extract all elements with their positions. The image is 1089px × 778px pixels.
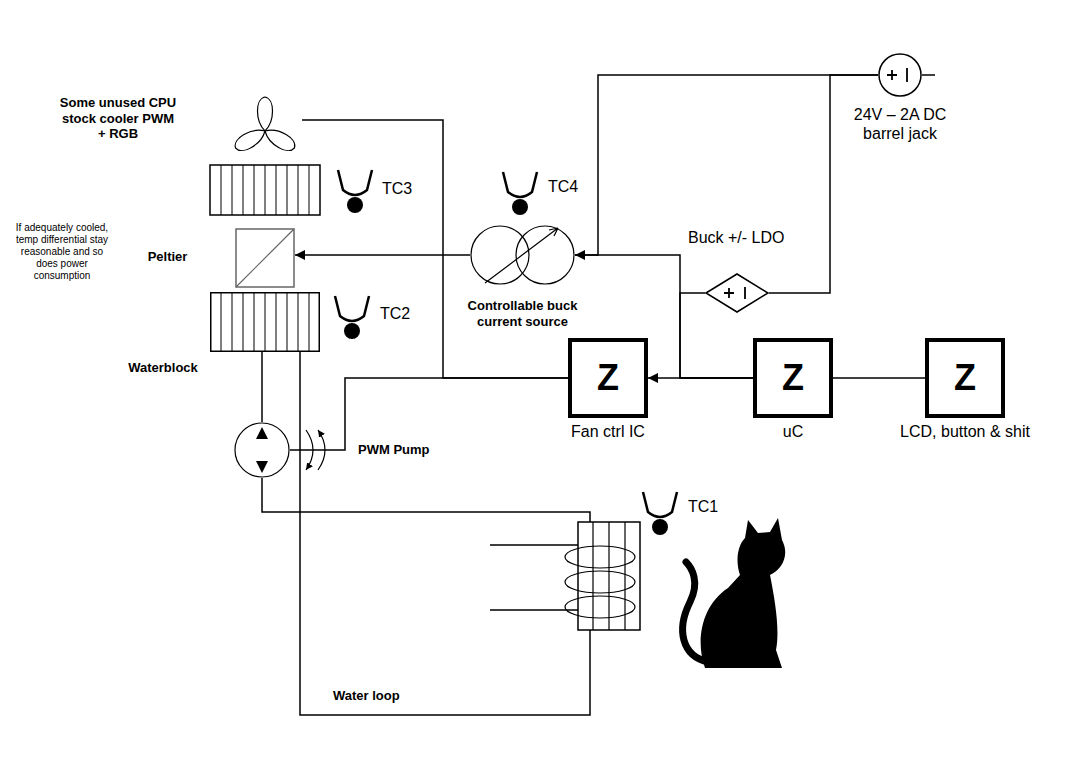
pwm-pump: PWM Pump: [234, 422, 290, 478]
node-label: LCD, button & shit: [885, 422, 1045, 441]
jack-outline: [879, 54, 921, 96]
peltier-outline: [236, 229, 294, 287]
node-label: Buck +/- LDO: [688, 228, 813, 247]
wire-connector: [575, 75, 878, 255]
peltier-module: Peltier: [235, 228, 295, 288]
ic-box: ZuC: [753, 338, 833, 418]
fan-blade: [232, 125, 269, 155]
thermocouple-junction: [347, 197, 363, 213]
thermocouple-junction: [344, 323, 360, 339]
thermocouple-symbol: [503, 172, 537, 197]
pump-triangle: [256, 427, 268, 439]
radiator-fins: [593, 522, 625, 630]
shape-outline: [470, 225, 575, 285]
shape-outline: [234, 422, 290, 478]
heatsink: [210, 165, 320, 215]
polarity-mark: [724, 287, 745, 299]
wire-connector: [769, 75, 878, 293]
cpu-fan: Some unused CPU stock cooler PWM + RGB: [228, 93, 302, 159]
wire-connector: [575, 255, 753, 378]
thermocouple-symbol: [335, 296, 369, 321]
wire-connector: [833, 377, 925, 379]
note-text: If adequately cooled, temp differential …: [12, 222, 112, 282]
wire-connector: [680, 293, 753, 378]
thermocouple-symbol: [338, 170, 372, 195]
shape-outline: [878, 53, 922, 97]
waterblock-outline: [211, 293, 320, 352]
source-coil: [471, 226, 529, 284]
fan-blade: [258, 97, 273, 131]
ic-box: ZLCD, button & shit: [925, 338, 1005, 418]
pump-triangle: [256, 461, 268, 473]
node-label: Fan ctrl IC: [528, 422, 688, 441]
heatsink-fins: [221, 165, 309, 215]
cat-tail: [683, 562, 708, 662]
water-pipe: [300, 352, 590, 715]
adjust-arrow: [485, 228, 558, 283]
ic-glyph: Z: [568, 338, 648, 418]
node-label: PWM Pump: [358, 442, 453, 458]
node-label: Controllable buck current source: [455, 298, 590, 329]
sensor-label: TC3: [382, 179, 412, 198]
jack-stub: [922, 74, 935, 76]
ic-outline: [753, 338, 833, 418]
barrel-jack: 24V – 2A DC barrel jack: [878, 53, 922, 97]
node-label: uC: [713, 422, 873, 441]
ic-outline: [925, 338, 1005, 418]
source-coil: [516, 226, 574, 284]
sensor-label: TC1: [688, 497, 718, 516]
fan-blade: [261, 125, 298, 155]
waterblock: Waterblock: [210, 292, 320, 352]
node-label: Peltier: [140, 249, 195, 265]
polarity-mark: [887, 68, 907, 82]
cat-silhouette: [701, 518, 786, 668]
shape-outline: [210, 292, 320, 352]
part-label: Water loop: [333, 688, 400, 704]
water-pipe: [262, 478, 590, 522]
peltier-diagonal: [236, 229, 294, 287]
shape-outline: [228, 93, 302, 159]
radiator-pipe: [490, 545, 578, 610]
ic-box: ZFan ctrl IC: [568, 338, 648, 418]
shape-outline: [235, 228, 295, 288]
wire-connector: [261, 352, 263, 422]
sensor-label: TC4: [548, 177, 578, 196]
node-label: Waterblock: [118, 360, 208, 376]
thermocouple-symbol: [643, 492, 677, 517]
node-label: 24V – 2A DC barrel jack: [835, 105, 965, 143]
source-diamond: [706, 274, 768, 312]
node-label: Some unused CPU stock cooler PWM + RGB: [57, 95, 179, 142]
pump-outline: [235, 423, 289, 477]
thermocouple-junction: [512, 199, 528, 215]
current-source: Controllable buck current source: [470, 225, 575, 285]
waterblock-fins: [221, 292, 309, 352]
shape-outline: [705, 273, 769, 313]
wire-connector: [302, 120, 568, 378]
ic-outline: [568, 338, 648, 418]
radiator: [578, 522, 640, 630]
sensor-label: TC2: [380, 304, 410, 323]
ic-glyph: Z: [753, 338, 833, 418]
thermocouple-junction: [652, 519, 668, 535]
ic-glyph: Z: [925, 338, 1005, 418]
buck-source: Buck +/- LDO: [705, 273, 769, 313]
wire-connector: [290, 378, 568, 450]
